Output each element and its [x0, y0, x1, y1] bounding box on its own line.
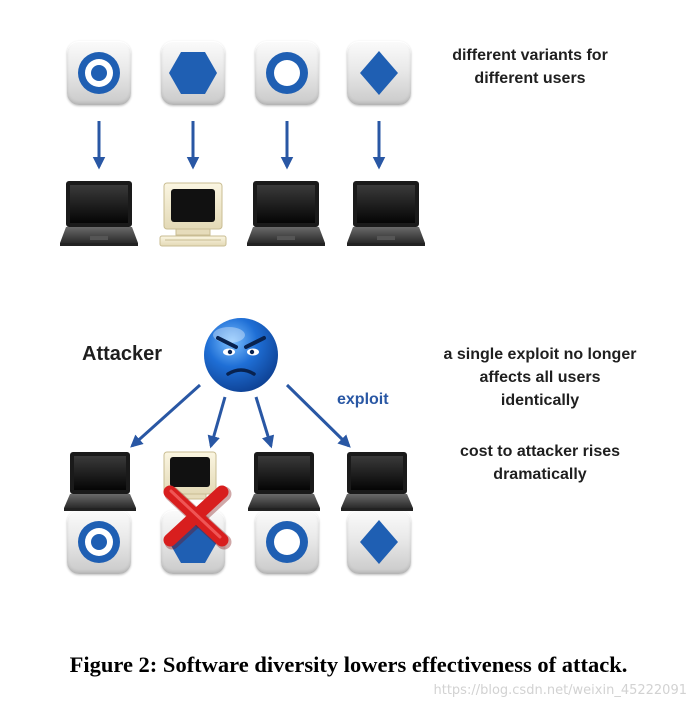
top-note-line-1: different variants for [452, 47, 608, 64]
variant-tile-diamond-bottom [347, 510, 411, 574]
laptop-icon [60, 181, 138, 246]
laptop-icon [347, 181, 425, 246]
bottom-note-1-line-3: identically [500, 392, 580, 409]
laptop-icon [341, 452, 413, 511]
variant-tile-circle [255, 41, 319, 105]
exploit-arrow-1 [130, 383, 202, 448]
laptop-icon [64, 452, 136, 511]
figure-caption: Figure 2: Software diversity lowers effe… [69, 652, 628, 677]
top-note: different variants for different users [420, 44, 640, 90]
diamond-icon [360, 520, 398, 564]
variant-arrows [92, 121, 386, 170]
hexagon-icon [169, 52, 217, 94]
variant-tile-hexagon [161, 41, 225, 105]
ring-icon [78, 52, 120, 94]
laptop-icon [247, 181, 325, 246]
exploit-arrow-4 [285, 383, 351, 448]
bottom-note-2-line-1: cost to attacker rises [459, 443, 621, 460]
exploit-arrow-3 [254, 396, 275, 449]
exploit-arrow-2 [207, 396, 227, 449]
circle-icon [266, 521, 308, 563]
crt-terminal-icon [159, 182, 227, 247]
laptop-icon [248, 452, 320, 511]
exploit-arrows [130, 383, 351, 449]
bottom-note-1-line-2: affects all users [479, 369, 601, 386]
red-cross-icon [163, 485, 232, 550]
variant-tile-ring [67, 41, 131, 105]
bottom-note-1: a single exploit no longer affects all u… [415, 343, 665, 412]
ring-icon [78, 521, 120, 563]
bottom-note-2: cost to attacker rises dramatically [415, 440, 665, 486]
bottom-note-2-line-2: dramatically [493, 466, 587, 483]
crt-terminal-icon [163, 451, 217, 500]
angry-face-icon [204, 318, 278, 392]
variant-tile-ring-bottom [67, 510, 131, 574]
top-note-line-2: different users [474, 70, 586, 87]
watermark: https://blog.csdn.net/weixin_45222091 [433, 683, 687, 698]
bottom-note-1-line-1: a single exploit no longer [443, 346, 637, 363]
diamond-icon [360, 51, 398, 95]
variant-tile-diamond [347, 41, 411, 105]
attacker-label: Attacker [82, 343, 163, 365]
exploit-label: exploit [337, 391, 389, 408]
variant-tile-circle-bottom [255, 510, 319, 574]
circle-icon [266, 52, 308, 94]
